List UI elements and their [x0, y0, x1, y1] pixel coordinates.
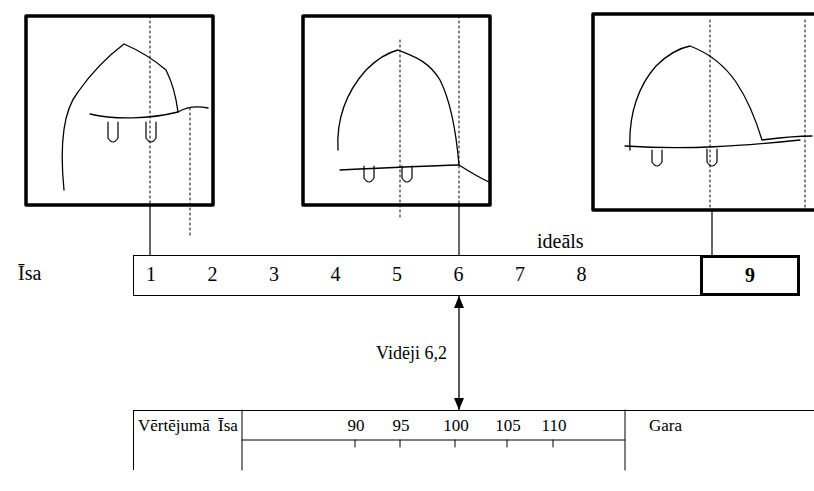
table-cell: Īsa	[218, 416, 238, 436]
table-value: 90	[348, 416, 365, 436]
shape-sketch	[652, 150, 662, 166]
table-cell: Gara	[649, 416, 682, 436]
picture-frame	[26, 16, 213, 205]
scale-number: 3	[269, 263, 279, 286]
ideal-box: 9	[700, 255, 800, 296]
shape-sketch	[625, 140, 800, 148]
dotted-guide	[805, 20, 806, 210]
table-cell: Vērtējumā	[138, 416, 210, 436]
rating-table: Vērtējumā Īsa 90 95 100 105 110 Gara	[133, 410, 814, 470]
pointer-line	[711, 210, 712, 255]
scale-number: 5	[392, 263, 402, 286]
scale-number: 8	[577, 263, 587, 286]
dotted-guide	[150, 16, 151, 205]
scale-number: 2	[208, 263, 218, 286]
ideal-label: ideāls	[537, 230, 584, 253]
table-value: 95	[393, 416, 410, 436]
rating-scale: 1 2 3 4 5 6 7 8 9	[133, 255, 800, 296]
dotted-guide	[190, 108, 191, 236]
picture-frame	[303, 16, 490, 205]
average-arrow	[458, 296, 459, 410]
scale-tick	[507, 440, 508, 447]
table-value: 105	[495, 416, 521, 436]
dotted-guide	[459, 16, 460, 205]
picture-frame	[593, 14, 814, 210]
table-value: 110	[542, 416, 567, 436]
dotted-guide	[400, 40, 401, 220]
scale-number: 4	[331, 263, 341, 286]
shape-sketch	[108, 122, 118, 142]
pointer-line	[458, 205, 459, 255]
table-rule	[242, 440, 625, 441]
scale-tick	[400, 440, 401, 447]
average-label: Vidēji 6,2	[376, 343, 447, 364]
pointer-line	[149, 205, 150, 255]
scale-tick	[355, 440, 356, 447]
shape-sketch	[707, 149, 717, 166]
scale-number: 6	[454, 263, 464, 286]
shape-sketch	[364, 166, 374, 182]
shape-sketch	[402, 166, 412, 182]
table-value: 100	[443, 416, 469, 436]
shape-sketch	[90, 112, 178, 118]
dotted-guide	[710, 20, 711, 210]
scale-tick	[553, 440, 554, 447]
shape-sketch	[146, 122, 156, 142]
scale-number: 1	[146, 263, 156, 286]
scale-number: 7	[515, 263, 525, 286]
scale-end-label: Īsa	[18, 262, 41, 285]
shape-sketch	[62, 44, 208, 190]
shape-sketch	[630, 46, 812, 150]
shape-sketch	[340, 165, 459, 170]
shape-sketch	[338, 50, 489, 182]
scale-tick	[455, 440, 456, 447]
scale-number: 9	[745, 264, 755, 287]
